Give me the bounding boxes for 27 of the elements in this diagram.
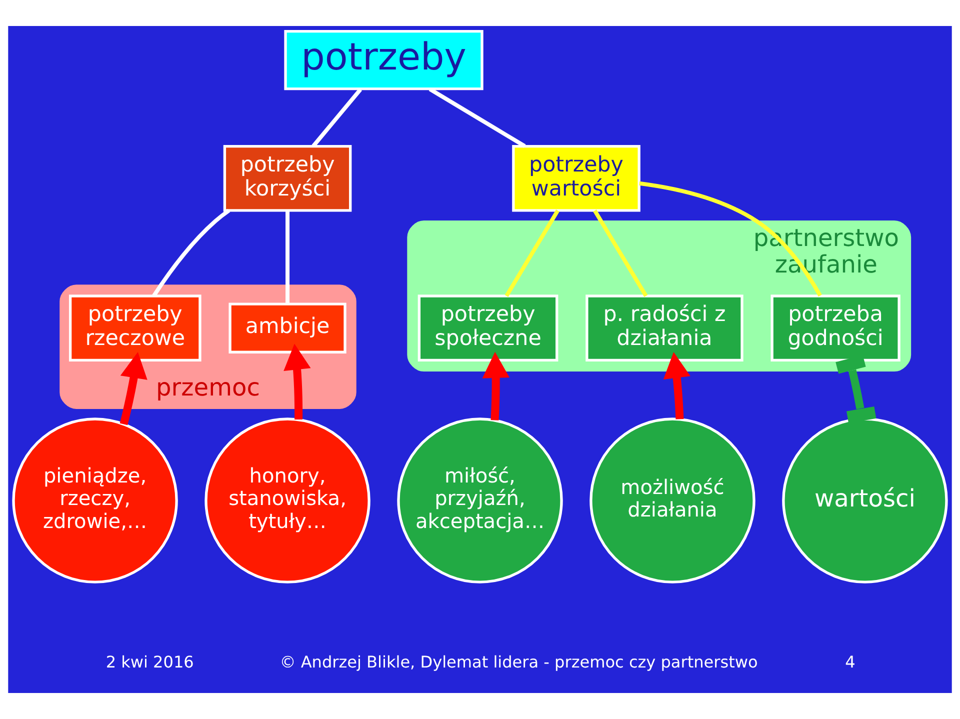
arrow <box>663 352 690 420</box>
node-circle: wartości <box>782 418 948 584</box>
connector <box>312 88 362 148</box>
connector <box>639 181 822 297</box>
node-box: potrzeby <box>284 30 484 90</box>
node-box: potrzeby społeczne <box>418 294 558 362</box>
arrow <box>482 352 510 420</box>
connector <box>593 210 648 297</box>
node-box: potrzeby rzeczowe <box>68 294 202 362</box>
node-circle: honory, stanowiska, tytuły… <box>204 418 370 584</box>
connector <box>152 208 230 297</box>
connector <box>428 87 526 148</box>
node-circle: miłość, przyjaźń, akceptacja… <box>397 418 563 584</box>
node-circle: pieniądze, rzeczy, zdrowie,… <box>12 418 178 584</box>
label: © Andrzej Blikle, Dylemat lidera - przemoc czy partnerstwo <box>280 652 758 672</box>
arrow <box>284 344 311 420</box>
label: 4 <box>845 652 856 672</box>
node-circle: możliwość działania <box>590 418 756 584</box>
connector <box>504 210 560 297</box>
node-box: potrzeba godności <box>770 294 900 362</box>
node-box: potrzeby korzyści <box>223 144 352 212</box>
node-box: p. radości z działania <box>586 294 744 362</box>
node-box: potrzeby wartości <box>512 144 640 212</box>
arrow <box>120 352 148 426</box>
node-box: ambicje <box>228 302 346 354</box>
connector <box>286 210 290 304</box>
label: 2 kwi 2016 <box>106 652 194 672</box>
